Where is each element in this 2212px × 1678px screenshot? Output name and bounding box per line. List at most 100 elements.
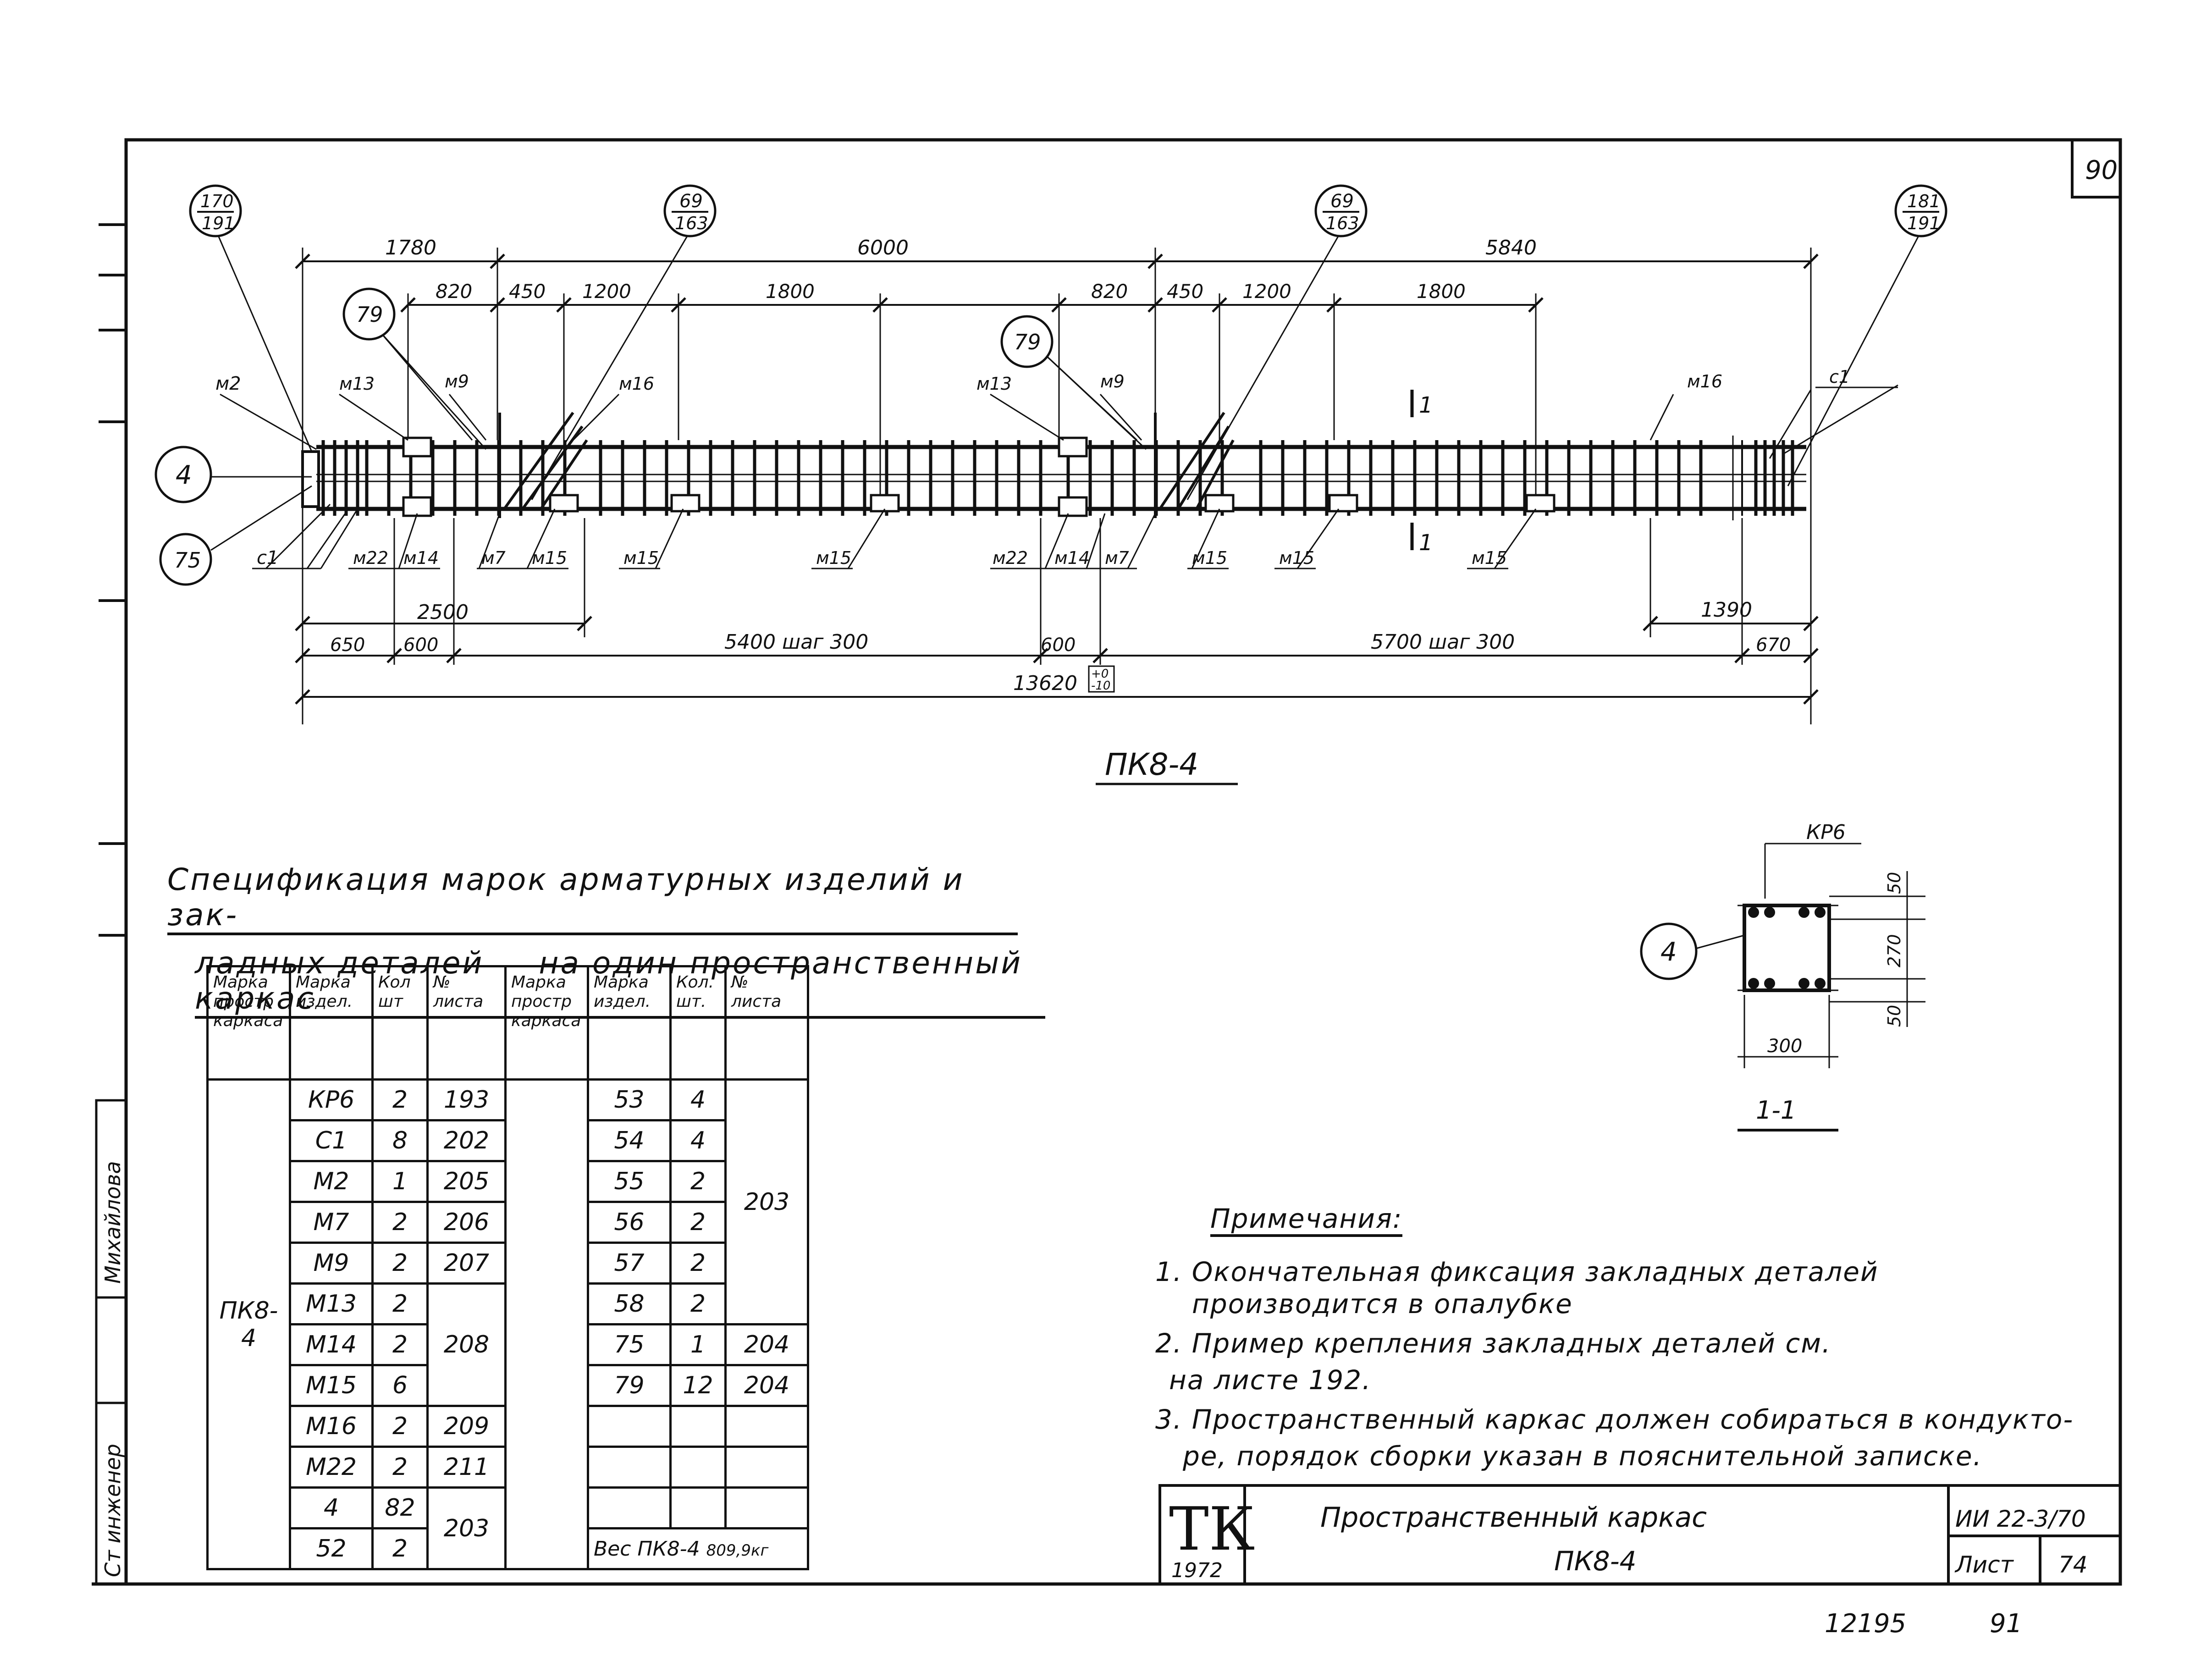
frame-elevation: 1780 6000 5840 820 450 1200 1800 820 450… (154, 184, 1947, 785)
dim-6000: 6000 (857, 236, 909, 259)
spec-header-sheet: № листа (426, 965, 507, 1081)
label-m14-a: м14 (403, 548, 439, 568)
label-m22-a: м22 (353, 548, 388, 568)
dim-total: 13620 (1013, 672, 1077, 695)
spec-cell: 75 (587, 1323, 672, 1366)
table-row: М2 1 205 55 2 (208, 1160, 808, 1203)
title-name-line2: ПК8-4 (1554, 1546, 1637, 1577)
table-row: М13 2 208 58 2 (208, 1282, 808, 1407)
table-row: М22 2 211 (208, 1446, 809, 1489)
note-line-1: 1. Окончательная фиксация закладных дета… (1155, 1256, 1879, 1287)
spec-cell: С1 (289, 1119, 374, 1162)
spec-cell: 2 (371, 1078, 429, 1121)
spec-cell: 211 (426, 1446, 507, 1489)
dim-1200-b: 1200 (1242, 280, 1291, 303)
spec-cell: КР6 (289, 1078, 374, 1121)
dim-tolerance-plus: +0 (1091, 667, 1109, 681)
spec-cell: 1 (371, 1160, 429, 1203)
spec-cell: 206 (426, 1201, 507, 1244)
section-1-1: КР6 50 270 50 300 4 1-1 (1640, 821, 1925, 1132)
label-m2: м2 (215, 373, 241, 394)
callout-163-b: 163 (1326, 213, 1359, 233)
dim-450-b: 450 (1167, 280, 1203, 303)
label-m9-b: м9 (1100, 371, 1125, 392)
title-sheet-label: Лист (1954, 1551, 2014, 1578)
spec-cell: 2 (669, 1201, 727, 1244)
callout-163-a: 163 (675, 213, 708, 233)
note-line-5: 3. Пространственный каркас должен собира… (1155, 1404, 2074, 1435)
spec-cell: 53 (587, 1078, 672, 1121)
spec-table: Марка простр каркаса Марка издел. Кол шт… (206, 965, 809, 1570)
footer-right: 91 (1990, 1609, 2022, 1639)
section-dim-50-bottom: 50 (1884, 1005, 1904, 1027)
label-m13-a: м13 (339, 374, 375, 394)
notes: Примечания: 1. Окончательная фиксация за… (1155, 1199, 2074, 1476)
callout-191-a: 191 (202, 213, 235, 233)
spec-cell: 2 (371, 1323, 429, 1366)
spec-cell: 12 (669, 1364, 727, 1407)
spec-title-line1: Спецификация марок арматурных изделий и … (167, 862, 1018, 935)
label-m13-b: м13 (976, 374, 1012, 394)
callout-79-b: 79 (1014, 330, 1041, 354)
label-m15-f: м15 (1472, 548, 1507, 568)
spec-cell: 8 (371, 1119, 429, 1162)
spec-frame-mark-2 (504, 1078, 589, 1570)
section-cut-1-bottom: 1 (1419, 530, 1433, 556)
label-c1: с1 (257, 547, 278, 569)
label-m15-a: м15 (532, 548, 567, 568)
spec-cell: 207 (426, 1242, 507, 1285)
dim-5400-step: 5400 шаг 300 (724, 630, 868, 654)
drawing-caption: ПК8-4 (1105, 747, 1198, 782)
spec-cell: 6 (371, 1364, 429, 1407)
spec-cell: М16 (289, 1405, 374, 1448)
spec-cell: 54 (587, 1119, 672, 1162)
table-row: М9 2 207 57 2 (208, 1242, 808, 1285)
spec-cell: 4 (669, 1078, 727, 1121)
label-c1-top: с1 (1829, 367, 1850, 387)
spec-cell: 205 (426, 1160, 507, 1203)
spec-header-qty: Кол шт (371, 965, 429, 1081)
dim-450-a: 450 (509, 280, 546, 303)
spec-cell: 203 (426, 1486, 507, 1570)
spec-cell: 2 (669, 1242, 727, 1285)
spec-cell: 4 (669, 1119, 727, 1162)
corner-number-box (2071, 138, 2122, 199)
spec-cell: 2 (371, 1527, 429, 1570)
spec-cell: 204 (724, 1323, 809, 1366)
dim-1390: 1390 (1701, 598, 1752, 622)
spec-header-item-2: Марка издел. (587, 965, 672, 1081)
title-name-line1: Пространственный каркас (1320, 1501, 1707, 1534)
table-row: М15 6 79 12 204 (208, 1364, 809, 1407)
spec-cell: 193 (426, 1078, 507, 1121)
dim-2500: 2500 (417, 601, 469, 624)
label-m9-a: м9 (445, 371, 469, 392)
table-row: 52 2 Вес ПК8-4 809,9кг (208, 1527, 809, 1570)
spec-cell: М14 (289, 1323, 374, 1366)
spec-cell: 2 (371, 1405, 429, 1448)
dim-650: 650 (330, 635, 365, 656)
dim-5840: 5840 (1485, 236, 1537, 259)
side-stamp-strip (95, 1099, 127, 1585)
spec-cell: 55 (587, 1160, 672, 1203)
spec-cell: М15 (289, 1364, 374, 1407)
table-row: С1 8 202 54 4 (208, 1119, 808, 1162)
spec-cell (669, 1446, 727, 1489)
spec-cell: 2 (669, 1282, 727, 1325)
label-m16-a: м16 (619, 374, 654, 394)
corner-number: 90 (2085, 155, 2118, 185)
title-year: 1972 (1171, 1559, 1223, 1582)
spec-cell: 2 (371, 1242, 429, 1285)
callout-79-a: 79 (356, 302, 383, 327)
spec-cell (724, 1446, 809, 1489)
dim-600-b: 600 (1041, 635, 1076, 656)
callout-69-b: 69 (1330, 191, 1354, 212)
note-line-3: 2. Пример крепления закладных деталей см… (1155, 1328, 1831, 1359)
spec-cell (669, 1486, 727, 1529)
spec-cell (724, 1405, 809, 1448)
spec-cell: М22 (289, 1446, 374, 1489)
spec-cell (587, 1405, 672, 1448)
side-stamp-text: Ст инженер (100, 1444, 125, 1577)
callout-69-a: 69 (679, 191, 703, 212)
note-line-2: производится в опалубке (1192, 1288, 1573, 1319)
